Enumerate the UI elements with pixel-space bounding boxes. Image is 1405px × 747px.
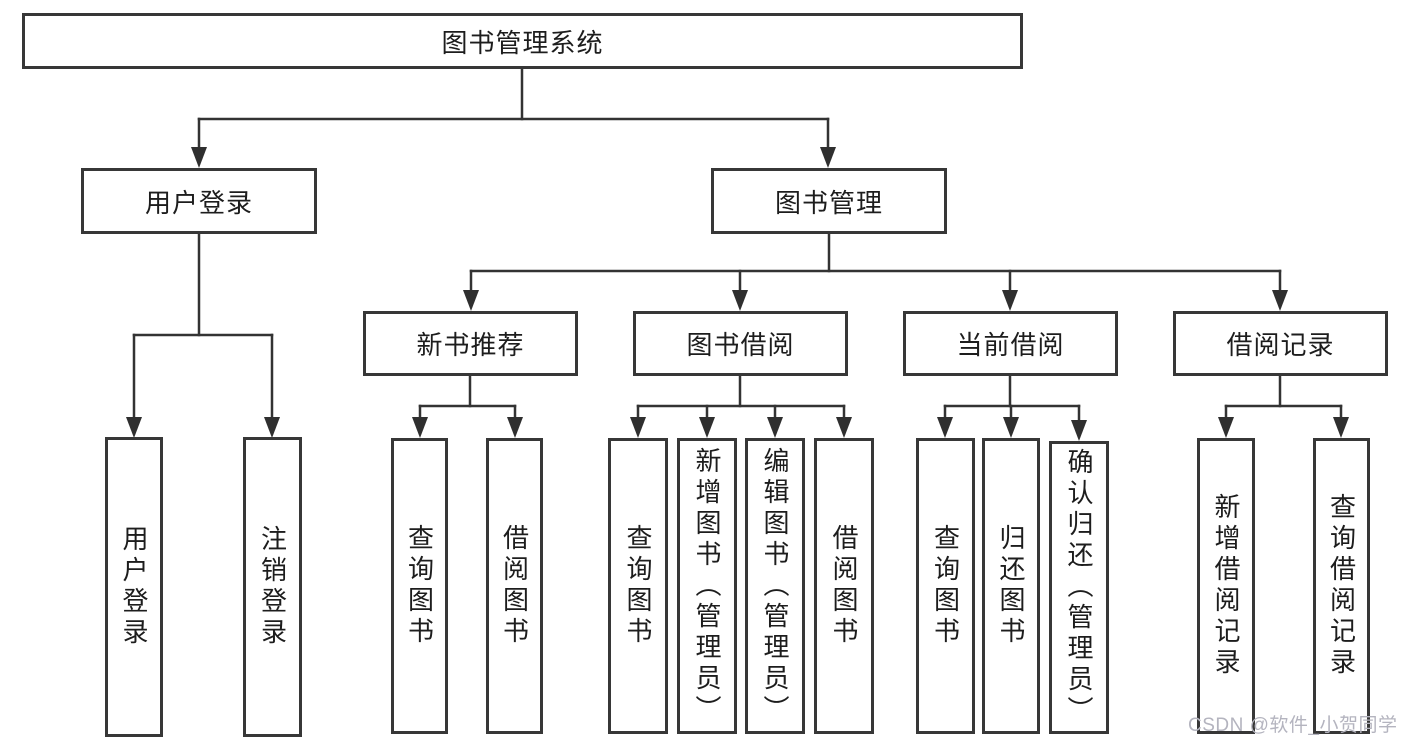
- leaf-confirm-return-admin: 确认归还（管理员）: [1049, 441, 1109, 734]
- node-label: 图书管理系统: [441, 27, 604, 58]
- leaf-query-books-borrow: 查询图书: [608, 438, 668, 734]
- leaf-query-books-recommend: 查询图书: [391, 438, 448, 734]
- leaf-label: 用户登录: [119, 525, 149, 649]
- node-label: 图书借阅: [686, 330, 795, 360]
- leaf-logout-login: 注销登录: [243, 437, 302, 737]
- leaf-user-login: 用户登录: [105, 437, 163, 737]
- leaf-label: 查询图书: [623, 524, 653, 648]
- node-book-management: 图书管理: [711, 168, 947, 234]
- node-label: 当前借阅: [956, 330, 1065, 360]
- node-current-borrow: 当前借阅: [903, 311, 1118, 376]
- leaf-label: 借阅图书: [499, 524, 530, 648]
- leaf-label: 编辑图书（管理员）: [760, 446, 790, 726]
- leaf-label: 确认归还（管理员）: [1064, 448, 1094, 727]
- leaf-borrow-books: 借阅图书: [814, 438, 874, 734]
- leaf-edit-book-admin: 编辑图书（管理员）: [745, 438, 805, 734]
- leaf-add-borrow-record: 新增借阅记录: [1197, 438, 1255, 734]
- node-label: 借阅记录: [1226, 330, 1335, 360]
- leaf-label: 查询图书: [404, 524, 435, 648]
- node-borrow-records: 借阅记录: [1173, 311, 1388, 376]
- leaf-query-borrow-record: 查询借阅记录: [1313, 438, 1370, 734]
- leaf-label: 借阅图书: [829, 524, 859, 648]
- leaf-borrow-books-recommend: 借阅图书: [486, 438, 543, 734]
- leaf-label: 归还图书: [996, 524, 1026, 648]
- leaf-return-books: 归还图书: [982, 438, 1040, 734]
- leaf-label: 查询图书: [930, 524, 961, 648]
- node-book-borrow: 图书借阅: [633, 311, 848, 376]
- node-label: 用户登录: [144, 187, 253, 218]
- leaf-add-book-admin: 新增图书（管理员）: [677, 438, 737, 734]
- node-label: 图书管理: [774, 187, 883, 218]
- csdn-watermark: CSDN @软件_小贺同学: [1188, 715, 1398, 736]
- node-user-login: 用户登录: [81, 168, 317, 234]
- leaf-label: 注销登录: [257, 525, 288, 649]
- leaf-query-books-current: 查询图书: [916, 438, 975, 734]
- leaf-label: 查询借阅记录: [1326, 493, 1357, 679]
- node-library-management-system: 图书管理系统: [22, 13, 1023, 69]
- node-new-book-recommend: 新书推荐: [363, 311, 578, 376]
- arrowheads: [126, 147, 1349, 441]
- leaf-label: 新增借阅记录: [1211, 493, 1241, 679]
- node-label: 新书推荐: [416, 330, 525, 360]
- leaf-label: 新增图书（管理员）: [692, 446, 722, 726]
